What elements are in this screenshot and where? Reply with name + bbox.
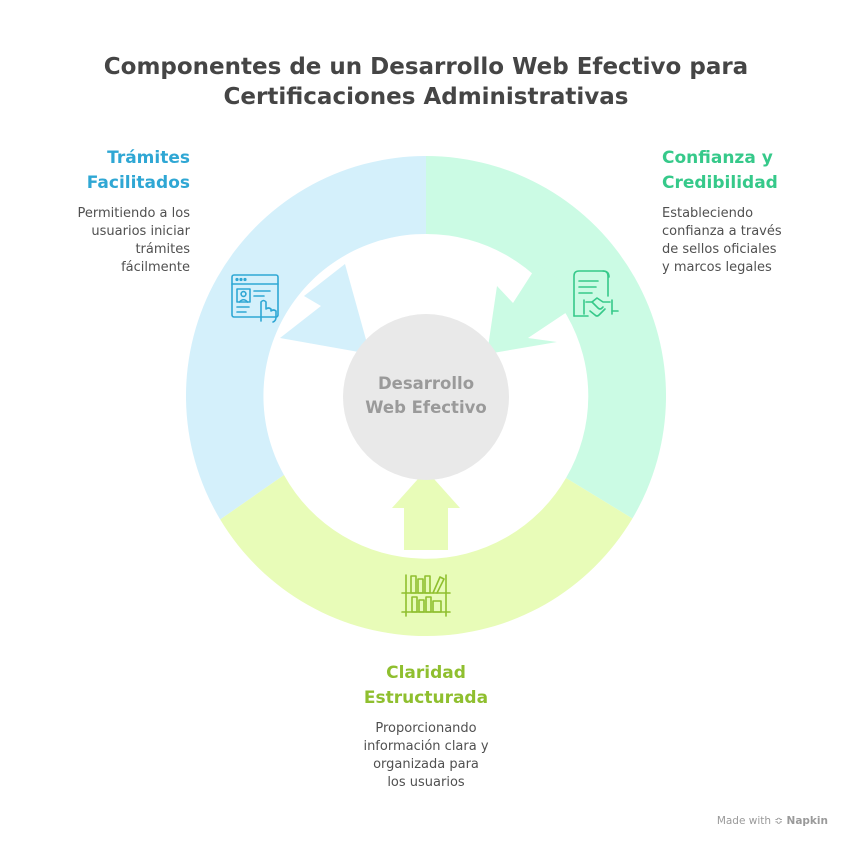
center-label-line-2: Web Efectivo	[365, 398, 487, 417]
center-circle	[343, 314, 509, 480]
tramites-heading-line-1: Trámites	[107, 148, 190, 168]
claridad-desc-line: los usuarios	[387, 775, 465, 790]
made-with-label: Made with	[716, 815, 772, 827]
tramites-desc-line: usuarios iniciar	[91, 224, 190, 239]
segment-tramites	[185, 156, 426, 520]
claridad-heading-line-2: Estructurada	[363, 688, 489, 708]
confianza-desc-line: confianza a través	[662, 224, 782, 239]
tramites-description: Permitiendo a los usuarios iniciar trámi…	[20, 205, 191, 277]
segment-confianza	[426, 156, 667, 519]
tramites-heading-line-2: Facilitados	[86, 173, 190, 193]
tramites-desc-line: Permitiendo a los	[77, 206, 191, 221]
confianza-heading: Confianza y Credibilidad	[662, 146, 842, 196]
confianza-desc-line: y marcos legales	[662, 260, 772, 275]
claridad-desc-line: Proporcionando	[375, 721, 477, 736]
confianza-heading-line-2: Credibilidad	[662, 173, 778, 193]
segment-claridad	[220, 475, 633, 637]
confianza-heading-line-1: Confianza y	[662, 148, 773, 168]
claridad-description: Proporcionando información clara y organ…	[326, 720, 526, 792]
confianza-desc-line: Estableciendo	[662, 206, 754, 221]
arrow-tramites	[280, 264, 370, 354]
title-line-1: Componentes de un Desarrollo Web Efectiv…	[103, 54, 749, 80]
tramites-heading: Trámites Facilitados	[20, 146, 190, 196]
claridad-desc-line: información clara y	[363, 739, 489, 754]
arrow-claridad	[392, 470, 460, 550]
center-label-line-1: Desarrollo	[377, 374, 475, 393]
claridad-heading: Claridad Estructurada	[326, 661, 526, 711]
center-label: Desarrollo Web Efectivo	[346, 372, 506, 420]
confianza-description: Estableciendo confianza a través de sell…	[662, 205, 842, 277]
napkin-logo-icon: ≎	[774, 815, 784, 827]
confianza-desc-line: de sellos oficiales	[662, 242, 777, 257]
claridad-heading-line-1: Claridad	[386, 663, 466, 683]
tramites-desc-line: fácilmente	[121, 260, 190, 275]
handshake-document-icon	[573, 270, 619, 317]
arrow-confianza	[487, 264, 582, 354]
diagram-title: Componentes de un Desarrollo Web Efectiv…	[0, 52, 852, 112]
title-line-2: Certificaciones Administrativas	[223, 84, 629, 110]
web-form-touch-icon	[231, 274, 279, 323]
napkin-brand: Napkin	[786, 815, 828, 827]
claridad-desc-line: organizada para	[373, 757, 479, 772]
tramites-desc-line: trámites	[135, 242, 190, 257]
bookshelf-icon	[401, 574, 451, 617]
made-with-napkin: Made with ≎ Napkin	[717, 815, 828, 827]
